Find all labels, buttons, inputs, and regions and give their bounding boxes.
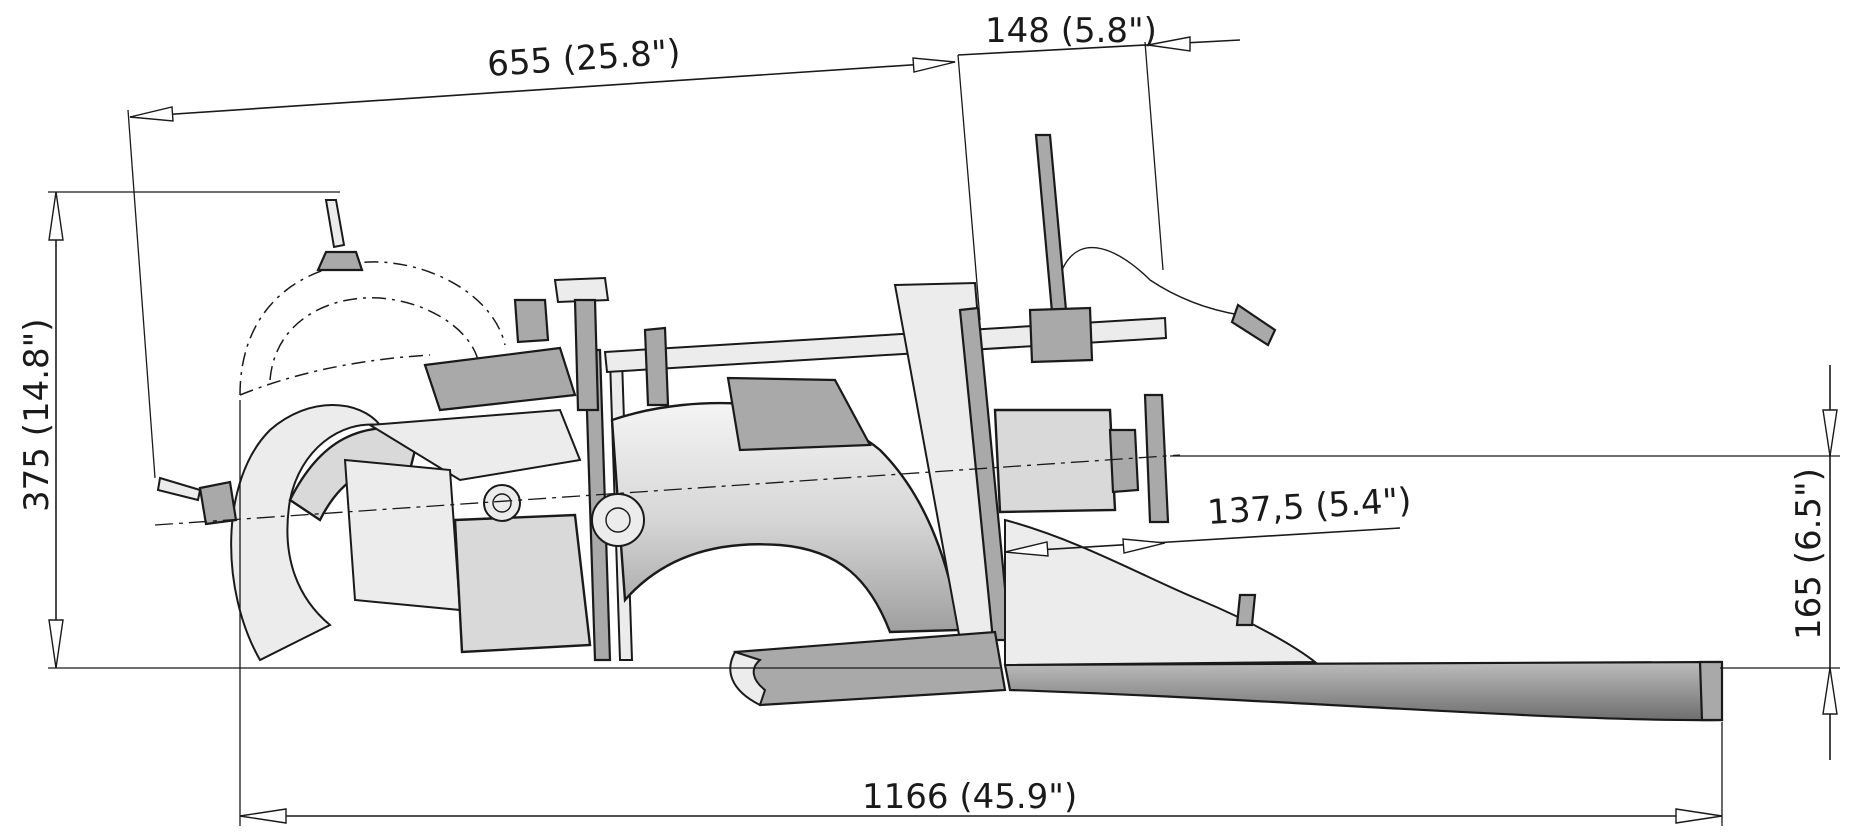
motor-box	[453, 513, 592, 654]
bearing-small	[483, 484, 521, 522]
arrow-655-right	[912, 57, 956, 73]
shaft-hub-left	[198, 480, 238, 526]
arrow-165-top	[1822, 409, 1838, 457]
machine-illustration	[156, 133, 1724, 722]
arrow-137-right	[1122, 538, 1166, 554]
dim-label-top-offset: 148 (5.8")	[985, 11, 1157, 51]
dim-label-top-length: 655 (25.8")	[486, 32, 682, 85]
guard-dashed-outline	[239, 261, 506, 396]
shaft-tip-left	[156, 476, 202, 502]
upper-frame	[423, 346, 577, 412]
guard-dashed-inner	[269, 297, 479, 381]
cable	[1061, 246, 1241, 316]
dim-line-655	[129, 61, 956, 118]
valve-stack-2	[553, 276, 610, 304]
motor-disc	[1143, 393, 1170, 524]
motor-flange	[1108, 428, 1140, 494]
dim-line-148	[957, 39, 1241, 56]
arrow-1166-left	[239, 808, 287, 824]
dim-label-mid-offset: 137,5 (5.4")	[1206, 481, 1412, 533]
hydraulic-motor	[993, 408, 1117, 514]
centerline	[154, 454, 1181, 526]
arrow-137-left	[1004, 541, 1049, 557]
arrow-375-top	[48, 191, 64, 241]
cable-plug	[1230, 303, 1277, 347]
arrow-148-right	[1147, 36, 1191, 52]
nozzle-cone	[1004, 518, 1318, 667]
bearing-small-inner	[492, 493, 512, 513]
ext-655-left	[127, 109, 156, 479]
nozzle-tip	[1698, 660, 1724, 722]
nozzle-stub	[1235, 593, 1257, 627]
post-left	[324, 199, 346, 249]
arrow-375-bottom	[48, 619, 64, 669]
pipe-clamp	[643, 326, 670, 407]
oblong-plate	[726, 376, 872, 452]
arrow-655-left	[129, 106, 174, 122]
dim-label-right-height: 165 (6.5")	[1789, 468, 1829, 640]
dim-label-overall-length: 1166 (45.9")	[862, 777, 1077, 817]
handle-clamp	[1028, 306, 1094, 364]
nozzle-tail	[1003, 660, 1724, 722]
valve-stack	[513, 298, 550, 344]
handle-lever	[1034, 133, 1068, 314]
upper-frame-plate	[366, 408, 582, 482]
skid-nose	[729, 650, 767, 707]
arrow-1166-right	[1675, 808, 1723, 824]
guard-dashed-lower	[239, 354, 431, 396]
dim-line-137	[1004, 527, 1401, 553]
gearbox-left	[343, 458, 462, 612]
arrow-165-bottom	[1822, 667, 1838, 715]
post-left-base	[316, 250, 364, 272]
dim-label-height: 375 (14.8")	[17, 318, 57, 512]
ext-655-right	[957, 54, 981, 321]
valve-stack-3	[573, 298, 600, 412]
valve-circle	[591, 493, 645, 547]
valve-circle-inner	[605, 507, 631, 533]
ext-148-right	[1144, 41, 1164, 271]
